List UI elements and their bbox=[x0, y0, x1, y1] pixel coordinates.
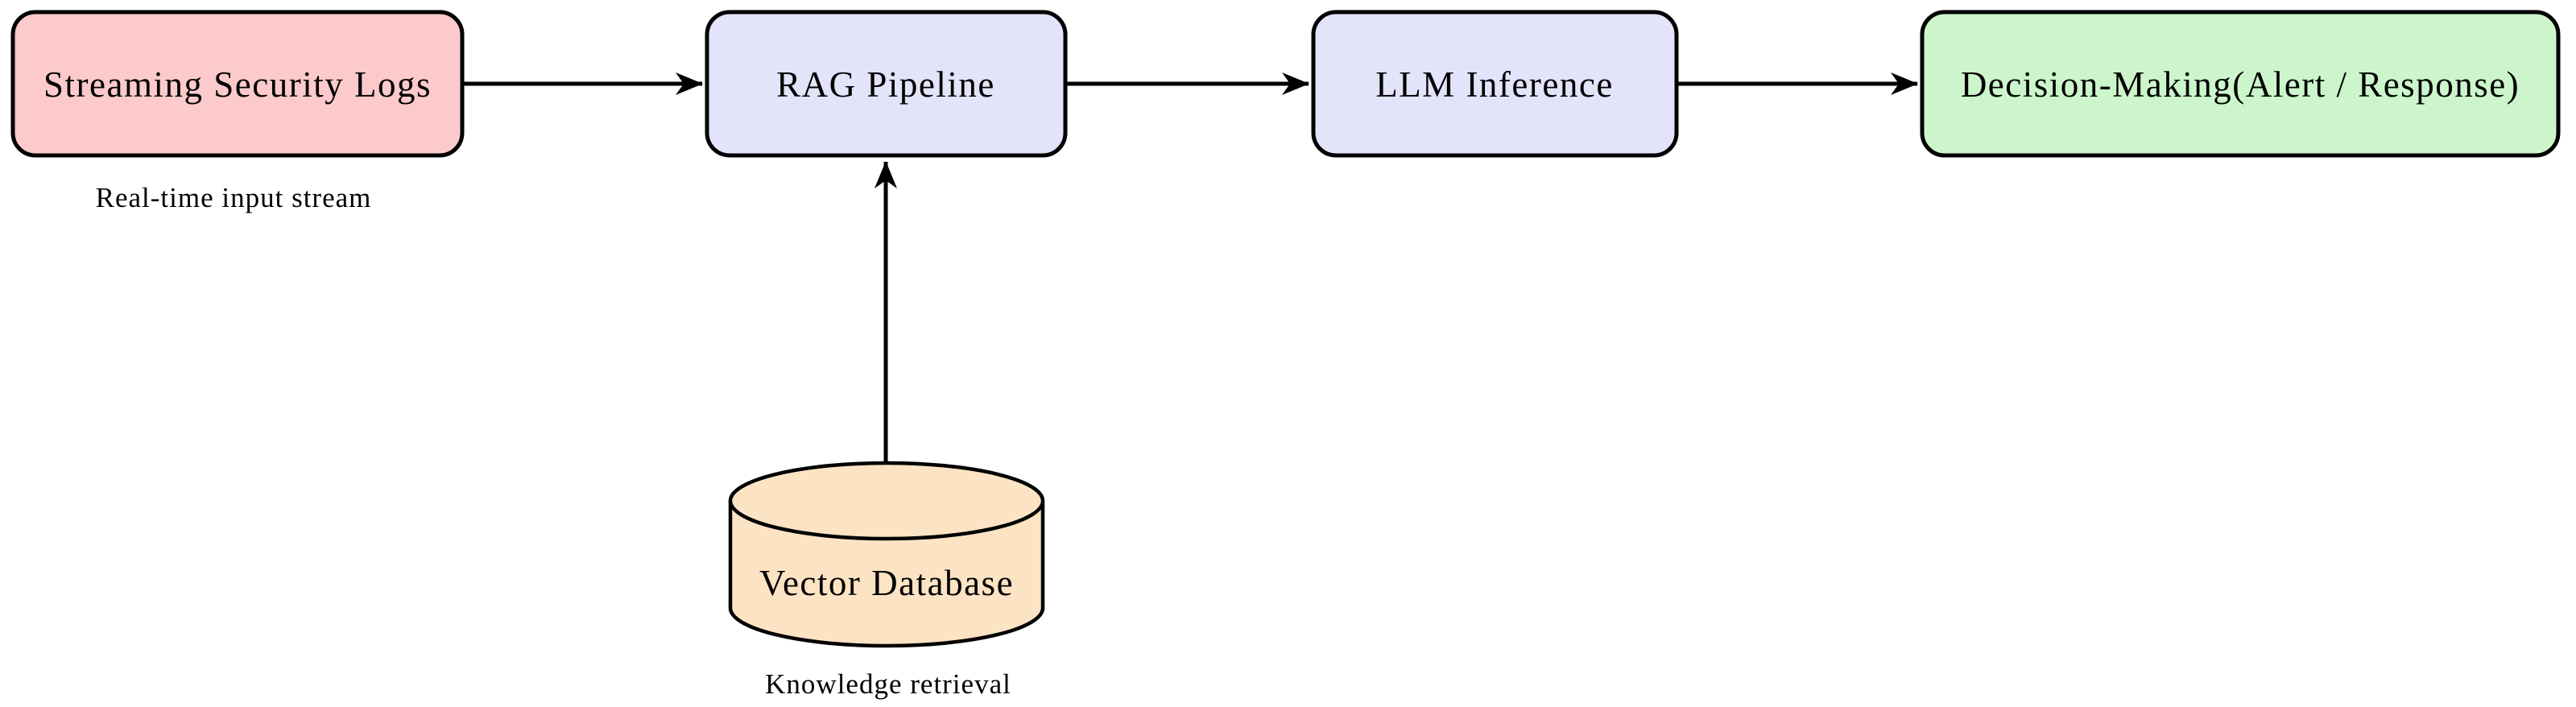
node-streaming-logs: Streaming Security Logs Real-time input … bbox=[10, 10, 465, 213]
vector-database-sublabel: Knowledge retrieval bbox=[765, 668, 1011, 700]
streaming-logs-label: Streaming Security Logs bbox=[43, 64, 432, 105]
llm-inference-label: LLM Inference bbox=[1375, 64, 1614, 105]
node-llm-inference: LLM Inference bbox=[1311, 10, 1679, 158]
streaming-logs-sublabel: Real-time input stream bbox=[96, 182, 372, 213]
decision-making-box bbox=[1920, 10, 2561, 158]
llm-inference-box bbox=[1311, 10, 1679, 158]
node-decision-making: Decision-Making(Alert / Response) bbox=[1920, 10, 2561, 158]
rag-pipeline-box bbox=[705, 10, 1068, 158]
edges bbox=[464, 72, 1918, 464]
streaming-logs-box bbox=[10, 10, 465, 158]
node-rag-pipeline: RAG Pipeline bbox=[705, 10, 1068, 158]
vector-database-label: Vector Database bbox=[759, 563, 1014, 603]
rag-pipeline-label: RAG Pipeline bbox=[776, 64, 995, 105]
decision-making-label: Decision-Making(Alert / Response) bbox=[1961, 64, 2520, 105]
node-vector-database: Vector Database Knowledge retrieval bbox=[728, 461, 1045, 700]
vector-database-cylinder-top bbox=[728, 461, 1045, 541]
